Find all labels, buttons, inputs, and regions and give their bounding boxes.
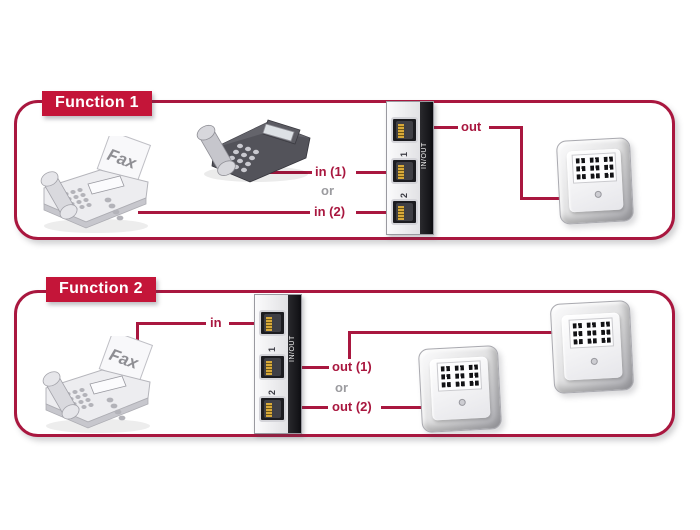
rj-port-2 <box>259 396 286 422</box>
connector-out-segment-vertical <box>520 126 523 200</box>
desk-phone-illustration <box>196 119 311 183</box>
socket-contacts <box>436 360 483 392</box>
adapter-inout-label: IN/OUT <box>421 142 428 169</box>
adapter-inout-label: IN/OUT <box>289 335 296 362</box>
phone-adapter-2: IN/OUT 1 2 <box>254 294 302 434</box>
connector-out2-segment-b <box>381 406 423 409</box>
port-1-label: 1 <box>399 151 409 157</box>
fax-handset <box>42 371 80 420</box>
label-out: out <box>461 119 482 134</box>
function-2-badge: Function 2 <box>46 277 156 302</box>
connector-in-segment-a <box>136 322 206 325</box>
socket-screw <box>594 190 602 198</box>
label-out-2: out (2) <box>332 399 372 414</box>
wall-socket-1 <box>555 137 635 225</box>
port-1-label: 1 <box>267 346 277 352</box>
connector-out2-segment-a <box>299 406 328 409</box>
connector-in1-segment-b <box>356 171 388 174</box>
label-out-1: out (1) <box>332 359 372 374</box>
connector-out1-segment-b <box>348 331 556 334</box>
label-in-2: in (2) <box>314 204 346 219</box>
fax-handset <box>40 171 78 220</box>
connector-in2-segment-b <box>356 211 388 214</box>
connector-in-segment-vertical <box>136 322 139 350</box>
rj-port-1 <box>391 158 418 184</box>
function-1-badge: Function 1 <box>42 91 152 116</box>
label-in: in <box>210 315 222 330</box>
label-or-1: or <box>321 183 334 198</box>
connector-out-segment-b <box>489 126 521 129</box>
connector-in1-segment-a <box>252 171 312 174</box>
connector-out-segment-c <box>520 197 566 200</box>
port-2-label: 2 <box>267 389 277 395</box>
rj-port-inout <box>391 117 418 143</box>
connector-out-segment-a <box>432 126 458 129</box>
connector-in-segment-b <box>229 322 256 325</box>
fax-machine-illustration-1: Fax <box>40 136 152 233</box>
socket-contacts <box>571 152 618 184</box>
rj-port-2 <box>391 199 418 225</box>
connector-out1-segment-vertical <box>348 331 351 359</box>
label-or-2: or <box>335 380 348 395</box>
phone-adapter-1: IN/OUT 1 2 <box>386 101 434 235</box>
connector-in2-segment-a <box>138 211 310 214</box>
adapter-strip <box>288 295 301 433</box>
port-2-label: 2 <box>399 192 409 198</box>
wall-socket-3 <box>417 344 503 434</box>
label-in-1: in (1) <box>315 164 347 179</box>
adapter-strip <box>420 102 433 234</box>
connector-out1-segment-a <box>299 366 329 369</box>
fax-machine-illustration-2: Fax <box>42 336 154 433</box>
wall-socket-2 <box>549 299 635 395</box>
fax-keypad <box>65 388 126 421</box>
socket-contacts <box>568 317 614 349</box>
rj-port-inout <box>259 310 286 336</box>
phone-handset <box>196 124 236 176</box>
rj-port-1 <box>259 354 286 380</box>
